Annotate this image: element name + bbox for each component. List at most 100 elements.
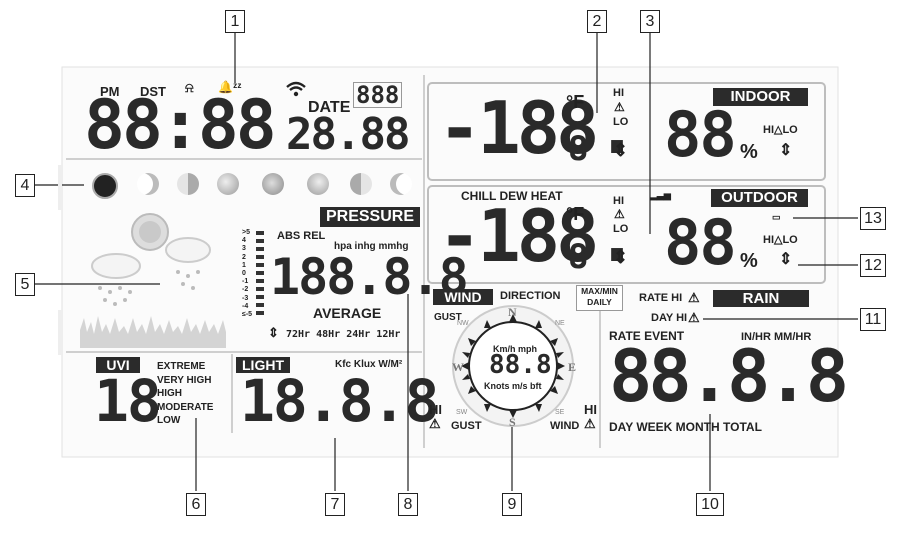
outdoor-humidity-trend-icon: ⇕ (779, 251, 793, 268)
scale-tick: -1 (242, 278, 249, 286)
indoor-temp-decimal: 8 (568, 129, 589, 169)
dst-label: DST (140, 84, 166, 99)
uvi-levels: EXTREME VERY HIGH HIGH MODERATE LOW (157, 360, 213, 428)
compass-sw: SW (456, 409, 468, 416)
wind-compass (452, 305, 574, 427)
outdoor-temp-decimal: 8 (568, 237, 589, 277)
waxing-gibbous-icon (217, 173, 239, 195)
forecast-weather-icon (80, 213, 226, 348)
uvi-value: 18 (94, 367, 162, 435)
outdoor-hilo: HI△LO (763, 234, 798, 246)
outdoor-alert-icon: ⚠ (614, 207, 625, 221)
maxmin-label: MAX/MIN (581, 286, 618, 296)
clock-time: 88:88 (84, 86, 277, 165)
light-units: Kfc Klux W/M² (335, 359, 403, 370)
rain-units: IN/HR MM/HR (741, 331, 812, 343)
uvi-level: LOW (157, 415, 181, 426)
outdoor-box (427, 185, 826, 284)
callout-11: 11 (860, 308, 886, 331)
scale-tick: -4 (242, 302, 249, 310)
gust-top-label: GUST (434, 312, 462, 323)
rate-hi-label: RATE HI (639, 292, 683, 304)
scale-tick: ≤-5 (242, 311, 253, 319)
wind-alert-icon: ⚠ (584, 416, 596, 431)
indoor-humidity: 88 (664, 98, 737, 171)
abs-rel-label: ABS REL (277, 230, 326, 242)
pressure-badge: PRESSURE (320, 207, 420, 227)
wind-bottom-label: WIND (550, 420, 580, 432)
callout-9: 9 (502, 493, 522, 516)
wind-direction-label: DIRECTION (500, 290, 561, 302)
rain-value: 88.8.8 (609, 334, 849, 418)
scale-tick: 1 (242, 261, 246, 269)
compass-e: E (568, 360, 577, 374)
callout-5: 5 (15, 273, 35, 296)
alarm-snooze-icon: 🔔ᶻᶻ (218, 80, 242, 94)
callout-12: 12 (860, 254, 886, 277)
indoor-box (427, 82, 826, 181)
outdoor-temp-unit: °F (566, 204, 585, 224)
scale-tick: >5 (242, 229, 250, 236)
pressure-trend-bars (256, 231, 264, 315)
full-moon-icon (262, 173, 284, 195)
outdoor-temp: -188. (438, 194, 639, 278)
compass-s: S (509, 415, 516, 429)
outdoor-lo: LO (613, 223, 629, 235)
waxing-crescent-icon (137, 173, 159, 195)
callout-8: 8 (398, 493, 418, 516)
uvi-level: VERY HIGH (157, 374, 212, 386)
compass-se: SE (555, 409, 565, 416)
date-label: DATE (308, 99, 351, 116)
indoor-hi: HI (613, 87, 624, 99)
hi-left-label: HI (429, 402, 442, 417)
indoor-pct: % (740, 141, 758, 163)
wind-speed-value: 88.8 (489, 350, 552, 380)
callout-2: 2 (587, 10, 607, 33)
weekday-display: 888 (353, 82, 403, 108)
gust-bottom-label: GUST (451, 420, 482, 432)
light-badge: LIGHT (236, 357, 290, 373)
pressure-units: hpa inhg mmhg (334, 241, 409, 252)
scale-tick: 2 (242, 253, 246, 261)
last-quarter-icon (350, 173, 372, 195)
trend-arrow-icon: ⇕ (268, 325, 279, 340)
pressure-trend-scale: >5 4 3 2 1 0 -1 -2 -3 -4 ≤-5 (242, 229, 272, 321)
wind-speed-units: Km/h mph (493, 344, 537, 354)
date-display: 28.88 (286, 109, 410, 160)
waning-gibbous-icon (307, 173, 329, 195)
indoor-temp-unit: °F (566, 92, 585, 112)
indoor-humidity-trend-icon: ⇕ (779, 142, 793, 159)
wind-speed-units-2: Knots m/s bft (484, 381, 542, 391)
day-hi-alert-icon: ⚠ (688, 310, 700, 325)
rain-periods: DAY WEEK MONTH TOTAL (609, 420, 762, 434)
chill-dew-heat-label: CHILL DEW HEAT (461, 189, 563, 203)
rate-event-label: RATE EVENT (609, 329, 685, 343)
uvi-badge: UVI (96, 357, 140, 373)
daily-label: DAILY (587, 297, 612, 307)
indoor-lo: LO (613, 116, 629, 128)
indoor-badge: INDOOR (713, 88, 808, 106)
scale-tick: 4 (242, 237, 246, 245)
callout-13: 13 (860, 207, 886, 230)
rain-badge: RAIN (713, 290, 809, 307)
indoor-alert-icon: ⚠ (614, 100, 625, 114)
waning-crescent-icon (390, 173, 412, 195)
outdoor-trend-icon: ⇕ (613, 247, 629, 267)
uvi-level: EXTREME (157, 361, 206, 372)
day-hi-label: DAY HI (651, 312, 688, 324)
compass-nw: NW (457, 320, 469, 327)
indoor-hilo: HI△LO (763, 124, 798, 136)
outdoor-humidity: 88 (664, 206, 737, 279)
hi-right-label: HI (584, 402, 597, 417)
compass-ne: NE (555, 320, 565, 327)
moon-phase-bar (82, 167, 422, 201)
signal-strength-icon: ▂▃▅ (650, 190, 671, 200)
scale-tick: 0 (242, 270, 246, 278)
outdoor-badge: OUTDOOR (711, 189, 808, 207)
pm-label: PM (100, 84, 120, 99)
new-moon-icon (92, 173, 118, 199)
uvi-level: HIGH (157, 388, 182, 399)
wifi-icon (285, 80, 307, 103)
light-value: 18.8.8 (240, 367, 440, 435)
